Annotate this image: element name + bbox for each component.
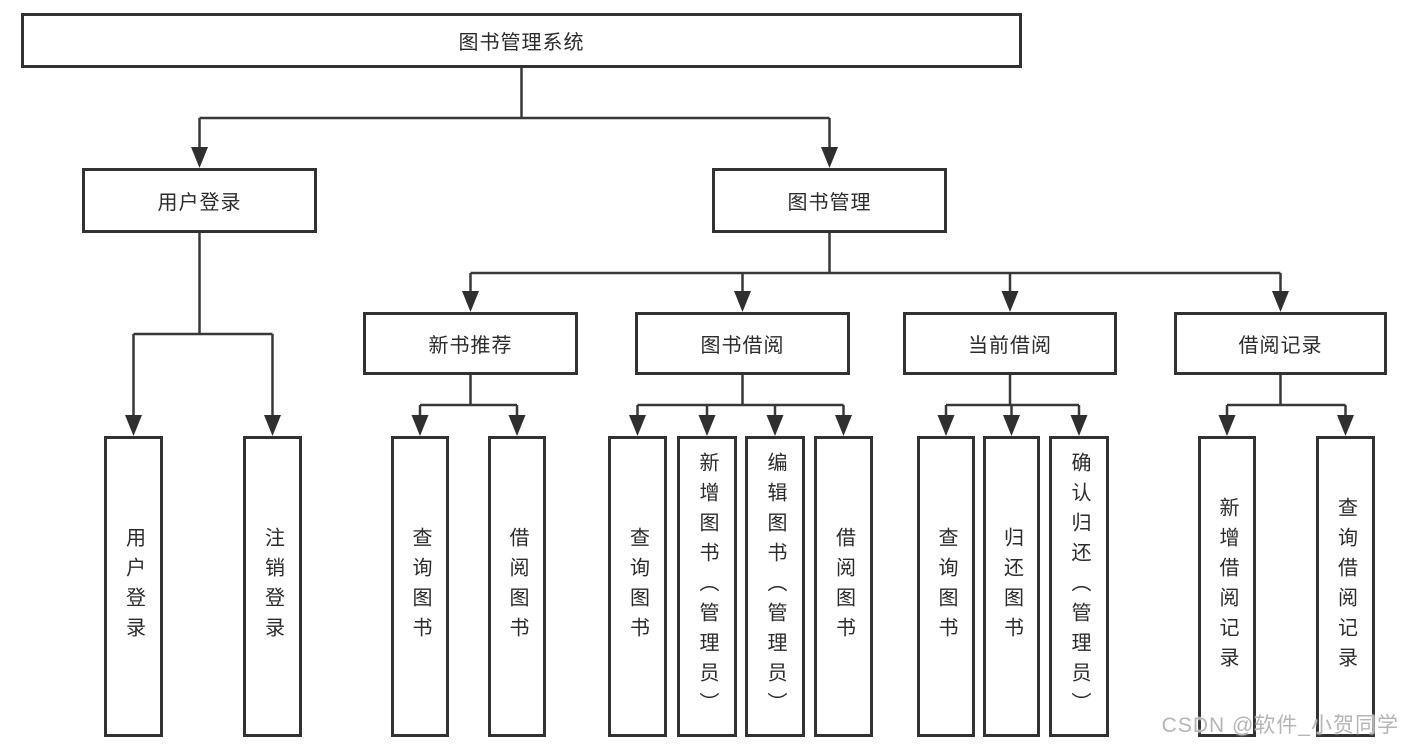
- leaf-borrow-books-recommend: 借阅图书: [488, 436, 546, 737]
- leaf-user-login: 用户登录: [104, 436, 163, 737]
- node-new-book-recommend: 新书推荐: [363, 312, 578, 375]
- leaf-user-login-label: 用户登录: [122, 526, 145, 647]
- leaf-query-books-borrow-label: 查询图书: [626, 526, 649, 647]
- node-current-borrow: 当前借阅: [903, 312, 1117, 375]
- leaf-add-borrow-record: 新增借阅记录: [1198, 436, 1256, 737]
- leaf-add-book-admin-label: 新增图书（管理员）: [696, 451, 718, 722]
- leaf-edit-book-admin: 编辑图书（管理员）: [745, 436, 805, 737]
- leaf-return-book: 归还图书: [983, 436, 1040, 737]
- leaf-confirm-return-admin-label: 确认归还（管理员）: [1068, 451, 1090, 722]
- leaf-logout-label: 注销登录: [261, 526, 284, 647]
- node-library-management-system: 图书管理系统: [21, 13, 1022, 68]
- leaf-confirm-return-admin: 确认归还（管理员）: [1049, 436, 1109, 737]
- leaf-query-books-current: 查询图书: [917, 436, 975, 737]
- leaf-query-borrow-record: 查询借阅记录: [1316, 436, 1375, 737]
- leaf-query-books-recommend: 查询图书: [391, 436, 449, 737]
- leaf-query-borrow-record-label: 查询借阅记录: [1334, 496, 1357, 677]
- csdn-watermark: CSDN @软件_小贺同学: [1161, 714, 1399, 737]
- leaf-edit-book-admin-label: 编辑图书（管理员）: [764, 451, 786, 722]
- leaf-query-books-recommend-label: 查询图书: [409, 526, 431, 647]
- leaf-borrow-books-borrow: 借阅图书: [814, 436, 873, 737]
- leaf-add-borrow-record-label: 新增借阅记录: [1216, 496, 1238, 677]
- node-book-management: 图书管理: [712, 168, 947, 233]
- leaf-return-book-label: 归还图书: [1000, 526, 1023, 647]
- arrowheads: [125, 147, 1354, 436]
- leaf-query-books-borrow: 查询图书: [608, 436, 667, 737]
- leaf-borrow-books-borrow-label: 借阅图书: [832, 526, 855, 647]
- node-user-login: 用户登录: [82, 168, 317, 233]
- leaf-query-books-current-label: 查询图书: [935, 526, 957, 647]
- node-borrow-records: 借阅记录: [1174, 312, 1387, 375]
- node-book-borrow: 图书借阅: [635, 312, 850, 375]
- leaf-borrow-books-recommend-label: 借阅图书: [506, 526, 528, 647]
- leaf-logout: 注销登录: [243, 436, 302, 737]
- leaf-add-book-admin: 新增图书（管理员）: [677, 436, 737, 737]
